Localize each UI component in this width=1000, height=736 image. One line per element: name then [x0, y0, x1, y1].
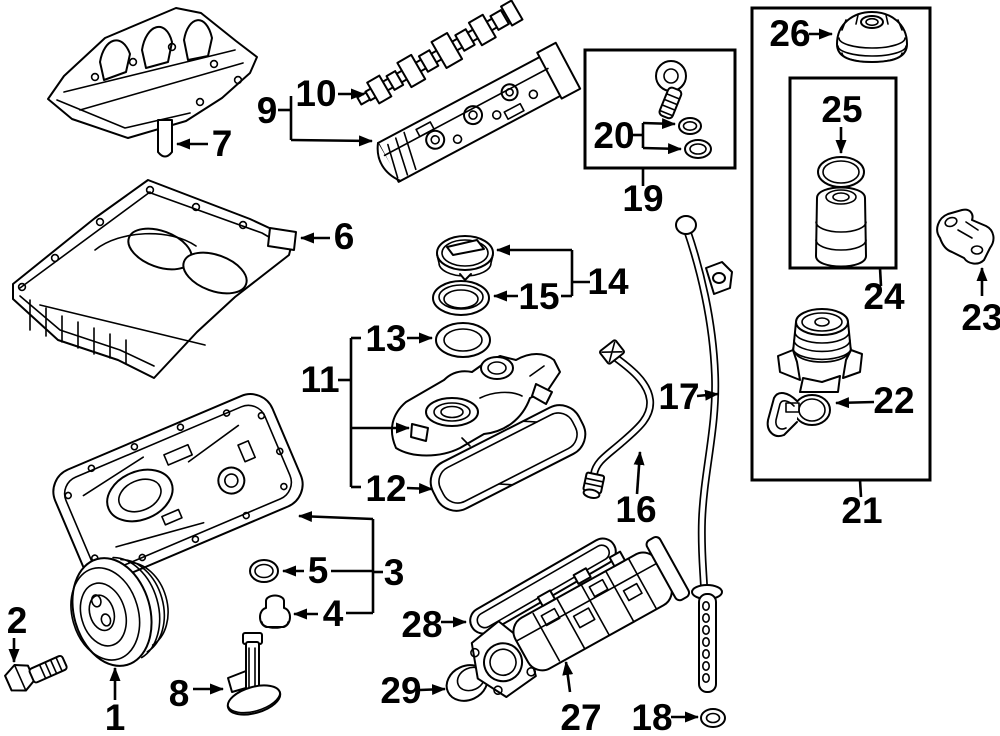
- callout-label-7[interactable]: 7: [212, 123, 233, 164]
- callout-label-13[interactable]: 13: [365, 318, 406, 359]
- part5-seal-ring-drawing: [249, 559, 279, 583]
- callout-20-leader: [642, 143, 682, 155]
- part23-bracket-drawing: [936, 208, 995, 265]
- callout-16-leader: [633, 451, 645, 495]
- part10-camshaft-drawing: [356, 0, 524, 106]
- part16-breather-hose-drawing: [582, 339, 655, 499]
- callout-label-6[interactable]: 6: [334, 216, 355, 257]
- callout-label-21[interactable]: 21: [841, 490, 882, 531]
- callout-24-leader: [878, 267, 883, 287]
- part7-baffle-tray-drawing: [47, 7, 258, 158]
- group-box-19: [583, 48, 737, 170]
- callout-label-29[interactable]: 29: [380, 670, 421, 711]
- part4-grommet-drawing: [259, 594, 291, 629]
- part24-filter-element-drawing: [815, 186, 867, 268]
- callout-29-leader: [419, 684, 446, 696]
- part19-bolt-drawing: [655, 60, 687, 120]
- part14-oil-filler-cap-drawing: [436, 235, 494, 281]
- callout-17-leader: [696, 389, 719, 401]
- callout-label-15[interactable]: 15: [518, 276, 559, 317]
- callout-label-16[interactable]: 16: [615, 489, 656, 530]
- callout-label-9[interactable]: 9: [257, 90, 278, 131]
- part26-filter-cap-drawing: [836, 11, 908, 63]
- callout-label-20[interactable]: 20: [593, 115, 634, 156]
- part17-dipstick-tube-drawing: [675, 215, 733, 693]
- part22-housing-gasket-drawing: [766, 392, 831, 437]
- part27-intake-manifold-drawing: [470, 536, 691, 699]
- part8-oil-level-sensor-drawing: [226, 632, 282, 716]
- part13-seal-ring-drawing: [435, 322, 491, 358]
- callout-label-17[interactable]: 17: [658, 376, 699, 417]
- callout-label-23[interactable]: 23: [961, 297, 1000, 338]
- callout-label-3[interactable]: 3: [384, 552, 405, 593]
- callout-label-10[interactable]: 10: [295, 73, 336, 114]
- callout-label-26[interactable]: 26: [769, 13, 810, 54]
- part2-pulley-bolt-drawing: [4, 654, 68, 692]
- oil-filter-housing-drawing: [777, 308, 863, 393]
- part9-cylinder-head-drawing: [376, 41, 582, 183]
- callout-label-18[interactable]: 18: [631, 697, 672, 736]
- part6-upper-oil-pan-drawing: [12, 179, 297, 379]
- callout-label-25[interactable]: 25: [821, 89, 862, 130]
- part18-o-ring-drawing: [700, 708, 726, 728]
- callout-label-27[interactable]: 27: [560, 697, 601, 736]
- part12-cover-gasket-drawing: [429, 404, 587, 512]
- callout-label-8[interactable]: 8: [169, 673, 190, 714]
- callout-label-12[interactable]: 12: [365, 468, 406, 509]
- callout-label-14[interactable]: 14: [587, 261, 629, 302]
- callout-label-5[interactable]: 5: [308, 550, 329, 591]
- part25-o-ring-drawing: [817, 156, 865, 188]
- callout-label-24[interactable]: 24: [863, 276, 905, 317]
- part11-filler-housing-drawing: [390, 353, 561, 457]
- callout-27-leader: [562, 661, 574, 693]
- part20-o-rings-drawing: [678, 117, 712, 159]
- callout-label-28[interactable]: 28: [401, 604, 442, 645]
- part1-crankshaft-pulley-drawing: [70, 556, 169, 667]
- callout-9-leader: [290, 135, 373, 147]
- callout-label-4[interactable]: 4: [323, 593, 344, 634]
- callout-label-1[interactable]: 1: [105, 697, 126, 736]
- part15-cap-seal-drawing: [432, 280, 490, 316]
- callout-label-19[interactable]: 19: [622, 178, 663, 219]
- lower-oil-pan-drawing: [52, 393, 304, 583]
- callout-21-leader: [858, 479, 863, 498]
- callout-3-leader: [298, 511, 374, 523]
- callout-label-22[interactable]: 22: [873, 380, 914, 421]
- group-box-24: [788, 76, 898, 270]
- callout-22-leader: [835, 397, 875, 409]
- callout-label-11[interactable]: 11: [300, 359, 339, 400]
- callout-12-leader: [406, 482, 433, 494]
- callout-label-2[interactable]: 2: [7, 600, 28, 641]
- callout-20-leader: [642, 118, 676, 130]
- group-box-21: [750, 6, 932, 482]
